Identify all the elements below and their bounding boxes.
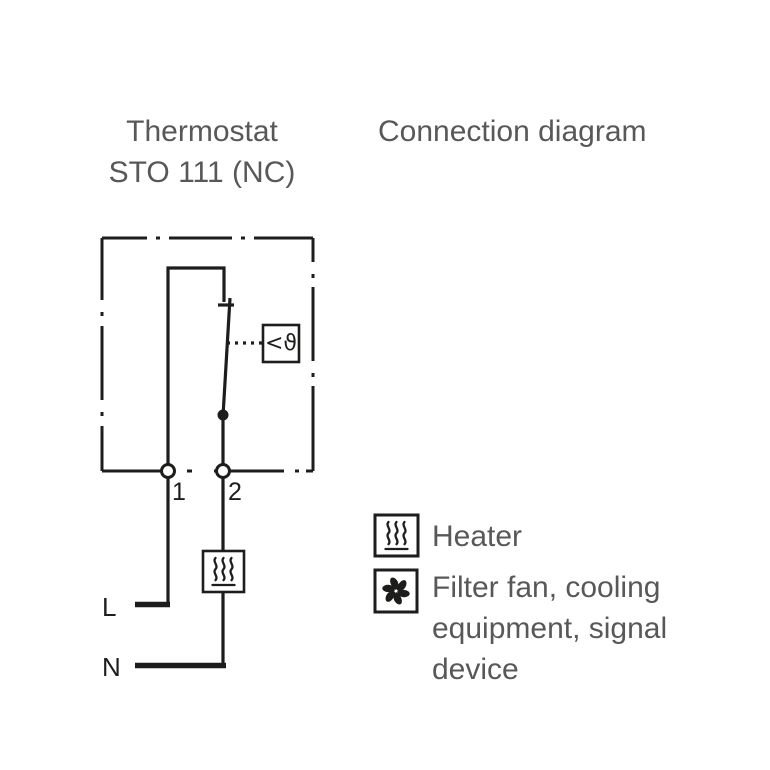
legend-fan-box [373,568,419,614]
product-title: Thermostat STO 111 (NC) [95,111,309,193]
terminal-2-label: 2 [228,478,242,506]
legend-heater-label: Heater [432,520,523,553]
switch-blade [221,297,232,417]
section-title: Connection diagram [378,115,647,148]
phase-label: L [102,592,117,622]
terminal-1-label: 1 [172,478,186,506]
switch-pivot-dot [217,409,229,421]
enclosure-border [100,236,315,473]
heater-icon [384,520,409,551]
product-title-line2: STO 111 (NC) [108,156,296,189]
terminal-2 [215,463,231,479]
neutral-label: N [102,652,121,682]
sensor-symbol-label: <ϑ [264,331,298,356]
wire-terminal1-to-contact [166,266,226,471]
sensor-box [261,323,301,364]
product-title-line1: Thermostat [126,115,278,148]
terminal-1 [160,463,176,479]
heater-icon [211,556,236,587]
legend-fan-label: Filter fan, cooling equipment, signal de… [432,571,668,686]
